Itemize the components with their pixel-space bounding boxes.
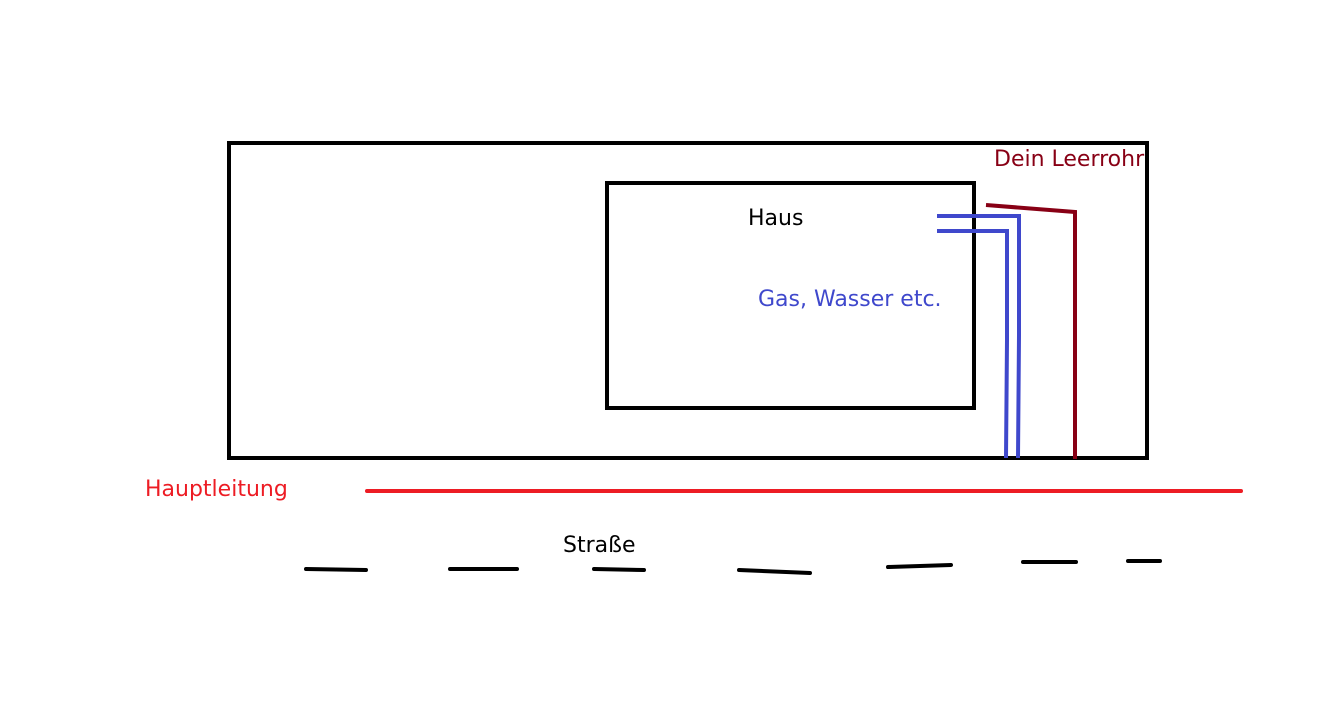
utility-pipe-inner	[937, 229, 1009, 459]
house-label: Haus	[748, 206, 804, 231]
conduit-label: Dein Leerrohr	[994, 147, 1145, 172]
street-dash	[304, 567, 368, 572]
street-dashes	[304, 559, 1162, 575]
street-dash	[737, 568, 812, 575]
house-outline	[605, 181, 976, 410]
conduit-pipe	[985, 203, 1077, 459]
main-line-label: Hauptleitung	[145, 477, 288, 502]
street-dash	[592, 567, 646, 572]
street-label: Straße	[563, 533, 636, 558]
street-dash	[886, 563, 953, 569]
property-outline	[227, 141, 1149, 460]
utilities-label: Gas, Wasser etc.	[758, 287, 942, 312]
utility-pipe-outer	[937, 214, 1021, 459]
